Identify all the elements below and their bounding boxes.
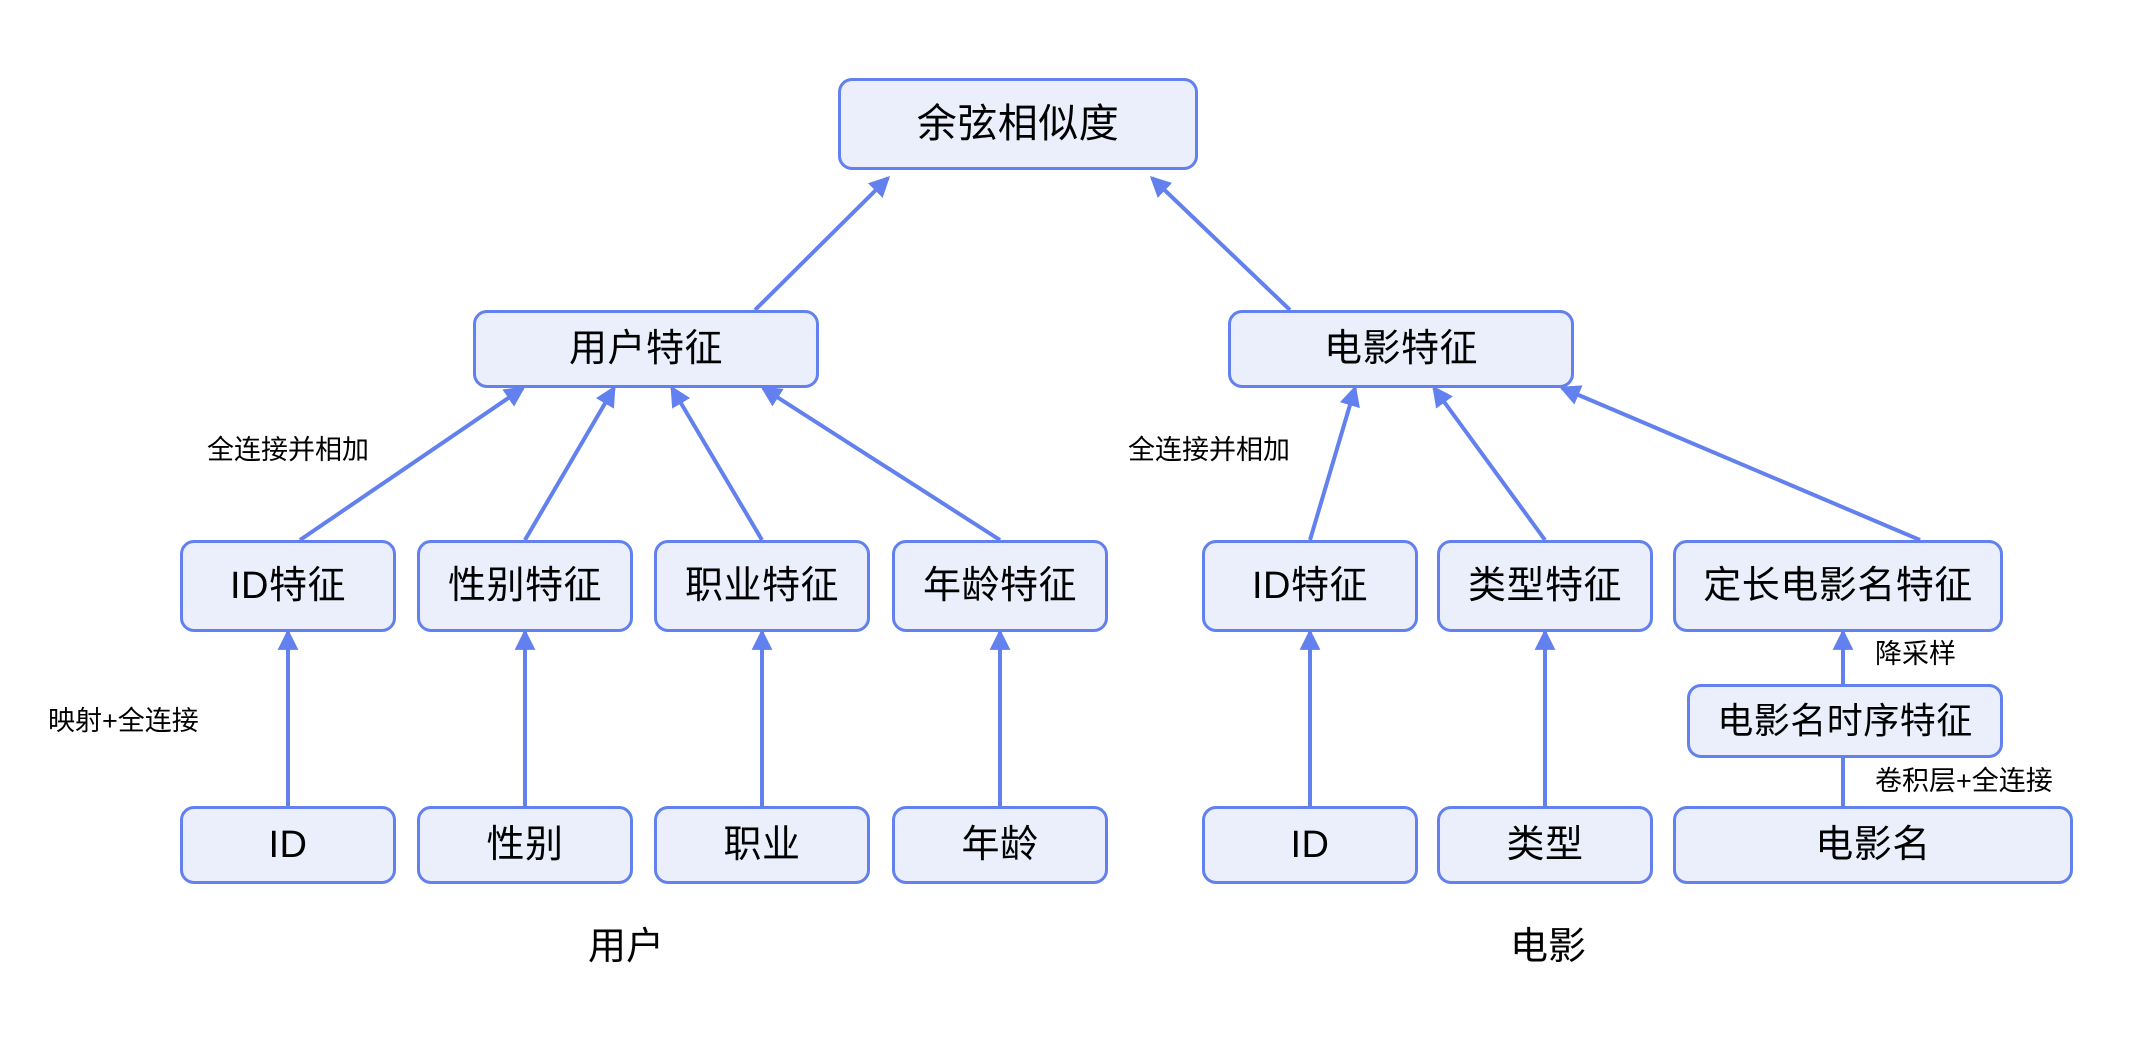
node-input-user-gender-label: 性别 xyxy=(486,824,564,866)
node-cosine-similarity[interactable]: 余弦相似度 xyxy=(838,78,1198,170)
edge-label-conv-fully-connected: 卷积层+全连接 xyxy=(1875,766,2053,796)
node-user-age-feature-label: 年龄特征 xyxy=(922,565,1077,607)
node-input-user-age[interactable]: 年龄 xyxy=(892,806,1108,884)
group-caption-user: 用户 xyxy=(588,926,665,968)
edge-movie-to-cosine xyxy=(1149,175,1292,312)
edge-movie-name-to-movie xyxy=(1559,385,1921,542)
node-movie-features-label: 电影特征 xyxy=(1323,328,1478,370)
node-user-id-feature-label: ID特征 xyxy=(229,565,346,607)
edge-label-user-fully-connected-sum: 全连接并相加 xyxy=(207,435,369,465)
node-input-user-job-label: 职业 xyxy=(723,824,801,866)
node-movie-id-feature-label: ID特征 xyxy=(1251,565,1368,607)
node-user-job-feature[interactable]: 职业特征 xyxy=(654,540,870,632)
edge-user-to-cosine xyxy=(753,175,891,312)
node-input-movie-genre-label: 类型 xyxy=(1506,824,1584,866)
node-user-job-feature-label: 职业特征 xyxy=(684,565,839,607)
edge-user-age-to-user xyxy=(760,386,1002,542)
node-user-features[interactable]: 用户特征 xyxy=(473,310,819,388)
node-movie-name-sequence-feature-label: 电影名时序特征 xyxy=(1717,700,1973,741)
node-movie-fixedlen-name-feature[interactable]: 定长电影名特征 xyxy=(1673,540,2003,632)
edge-movie-genre-to-movie xyxy=(1432,385,1547,542)
edge-label-user-mapping-fully-connected: 映射+全连接 xyxy=(48,706,199,736)
node-input-movie-name-label: 电影名 xyxy=(1815,824,1931,866)
node-movie-genre-feature[interactable]: 类型特征 xyxy=(1437,540,1653,632)
node-input-user-job[interactable]: 职业 xyxy=(654,806,870,884)
edge-label-movie-fully-connected-sum: 全连接并相加 xyxy=(1128,435,1290,465)
node-input-user-age-label: 年龄 xyxy=(961,824,1039,866)
node-input-movie-id[interactable]: ID xyxy=(1202,806,1418,884)
node-input-user-id-label: ID xyxy=(268,824,308,866)
node-movie-features[interactable]: 电影特征 xyxy=(1228,310,1574,388)
edge-user-gender-to-user xyxy=(523,385,616,542)
node-user-id-feature[interactable]: ID特征 xyxy=(180,540,396,632)
node-movie-id-feature[interactable]: ID特征 xyxy=(1202,540,1418,632)
node-user-age-feature[interactable]: 年龄特征 xyxy=(892,540,1108,632)
edge-user-job-to-user xyxy=(670,385,764,542)
node-input-user-gender[interactable]: 性别 xyxy=(417,806,633,884)
node-cosine-similarity-label: 余弦相似度 xyxy=(916,102,1120,146)
node-user-gender-feature-label: 性别特征 xyxy=(447,565,602,607)
node-movie-fixedlen-name-feature-label: 定长电影名特征 xyxy=(1703,565,1973,607)
node-input-movie-id-label: ID xyxy=(1290,824,1330,866)
node-input-movie-genre[interactable]: 类型 xyxy=(1437,806,1653,884)
node-movie-genre-feature-label: 类型特征 xyxy=(1467,565,1622,607)
node-input-movie-name[interactable]: 电影名 xyxy=(1673,806,2073,884)
edge-label-downsample: 降采样 xyxy=(1875,639,1956,669)
node-input-user-id[interactable]: ID xyxy=(180,806,396,884)
node-movie-name-sequence-feature[interactable]: 电影名时序特征 xyxy=(1687,684,2003,758)
node-user-gender-feature[interactable]: 性别特征 xyxy=(417,540,633,632)
edge-movie-id-to-movie xyxy=(1308,385,1360,541)
node-user-features-label: 用户特征 xyxy=(568,328,723,370)
group-caption-movie: 电影 xyxy=(1510,926,1587,968)
